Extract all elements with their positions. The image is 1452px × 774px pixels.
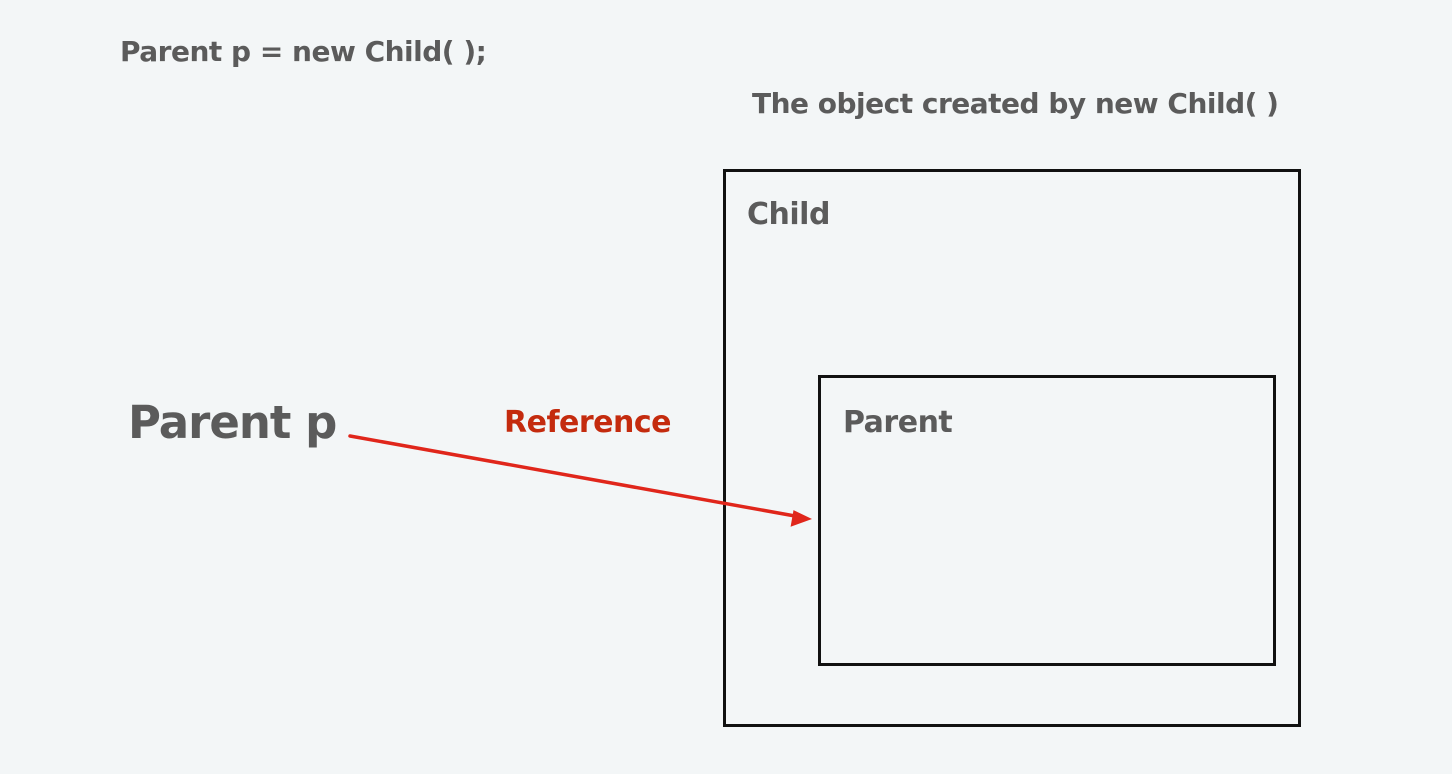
parent-part-box: [818, 375, 1276, 666]
reference-variable-label: Parent p: [128, 396, 337, 449]
reference-label: Reference: [504, 405, 671, 440]
code-statement: Parent p = new Child( );: [120, 35, 487, 68]
object-caption: The object created by new Child( ): [752, 87, 1279, 120]
parent-box-label: Parent: [843, 405, 953, 440]
child-box-label: Child: [747, 197, 830, 232]
